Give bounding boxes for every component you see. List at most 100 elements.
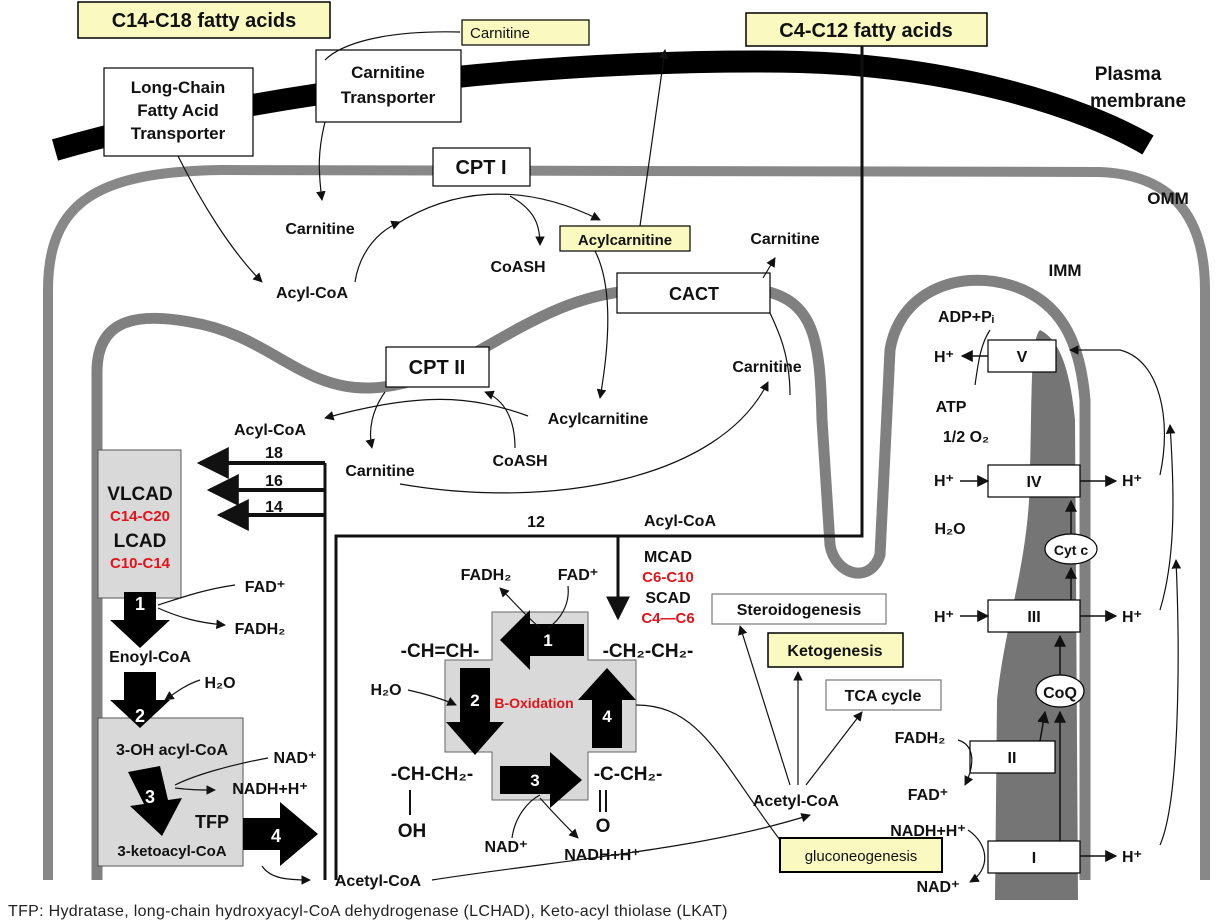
omm-label: OMM: [1147, 189, 1189, 208]
cycle-ch-ch: -CH=CH-: [401, 641, 480, 662]
lcad-label: LCAD: [114, 531, 167, 552]
oh-acyl-coa: 3-OH acyl-CoA: [116, 742, 228, 759]
acetylcoa-right: Acetyl-CoA: [753, 793, 840, 810]
left-fadh2: FADH₂: [235, 621, 286, 638]
cycle-step1-arrow: [500, 610, 584, 670]
carnitine-transporter-label-1: Carnitine: [351, 63, 425, 82]
plasma-membrane-label-2: membrane: [1090, 91, 1186, 112]
cpt2-label: CPT II: [409, 357, 466, 379]
fad-plus-etc: FAD⁺: [908, 787, 948, 804]
imm-label: IMM: [1048, 261, 1081, 280]
steroidogenesis-box: [711, 593, 887, 625]
lcfat-label-2: Fatty Acid: [137, 101, 219, 120]
complex-i: [987, 840, 1081, 874]
long-chain-fatty-acids-box: [77, 1, 331, 39]
complex-i-label: I: [1032, 850, 1036, 867]
cycle-fadh2: FADH₂: [461, 567, 512, 584]
left-step-4: 4: [271, 826, 281, 846]
h-plus-v-left: H⁺: [934, 349, 954, 366]
cycle-ch2-ch2: -CH₂-CH₂-: [603, 641, 694, 662]
half-o2: 1/2 O₂: [943, 429, 989, 446]
steroidogenesis-label: Steroidogenesis: [737, 602, 862, 619]
cycle-o: O: [596, 816, 611, 837]
left-step-3: 3: [145, 787, 155, 807]
left-step-2: 2: [135, 706, 145, 726]
acylcoa-cytosol: Acyl-CoA: [276, 285, 348, 302]
cpt2-box: [385, 346, 490, 388]
left-fad-plus: FAD⁺: [245, 579, 285, 596]
atp-label: ATP: [936, 399, 967, 416]
acylcarnitine-box: [559, 225, 691, 252]
carnitine-transporter: [315, 49, 462, 123]
adp-pi: ADP+Pᵢ: [938, 309, 994, 326]
coq-label: CoQ: [1043, 685, 1077, 702]
mcad-label: MCAD: [644, 549, 692, 566]
cycle-oh: OH: [398, 821, 427, 842]
carnitine-input-label: Carnitine: [470, 25, 530, 42]
cpt1-box: [432, 147, 531, 187]
ketogenesis-label: Ketogenesis: [787, 643, 882, 660]
vlcad-range: C14-C20: [110, 508, 170, 525]
tfp-label: TFP: [195, 812, 229, 832]
long-chain-fatty-acids-label: C14-C18 fatty acids: [112, 10, 297, 32]
fadh2-etc: FADH₂: [895, 730, 946, 747]
cycle-step4-arrow: [578, 668, 636, 748]
h-plus-i-right: H⁺: [1122, 849, 1142, 866]
long-chain-fatty-acid-transporter: [103, 67, 254, 157]
h-plus-iv-left: H⁺: [934, 473, 954, 490]
cycle-fad-plus: FAD⁺: [558, 567, 598, 584]
cact-box: [616, 272, 771, 314]
step3-arrow-left: [128, 766, 182, 836]
left-h2o: H₂O: [204, 675, 235, 692]
step2-arrow-left: [110, 672, 170, 728]
mcad-range: C6-C10: [642, 569, 694, 586]
beta-oxidation-title: B-Oxidation: [494, 695, 573, 711]
acylcoa-short: Acyl-CoA: [644, 513, 716, 530]
scad-range: C4—C6: [641, 610, 694, 627]
cycle-step3-arrow: [500, 752, 582, 808]
coash-cytosol: CoASH: [490, 259, 545, 276]
cycle-choh: -CH-CH₂-: [391, 764, 473, 785]
complex-v: [987, 339, 1057, 373]
beta-oxidation-cross: [444, 611, 637, 801]
nad-plus-etc: NAD⁺: [916, 879, 959, 896]
carnitine-ims: Carnitine: [750, 231, 819, 248]
complex-iv: [987, 464, 1081, 498]
step4-arrow-left: [243, 802, 318, 866]
chain-length-12: 12: [527, 514, 545, 531]
carnitine-matrix-right: Carnitine: [732, 359, 801, 376]
cycle-step-4: 4: [602, 707, 612, 726]
complex-ii-label: II: [1008, 750, 1017, 767]
left-nadh: NADH+H⁺: [232, 781, 308, 798]
chain-length-14: 14: [265, 499, 283, 516]
acylcoa-matrix: Acyl-CoA: [234, 422, 306, 439]
acylcarnitine-matrix: Acylcarnitine: [548, 411, 649, 428]
cycle-nadh: NADH+H⁺: [564, 847, 640, 864]
carnitine-cytosol: Carnitine: [285, 221, 354, 238]
scad-label: SCAD: [645, 590, 690, 607]
complex-iv-label: IV: [1026, 474, 1041, 491]
step1-arrow-left: [110, 592, 170, 648]
complex-v-label: V: [1017, 349, 1028, 366]
gluconeogenesis-label: gluconeogenesis: [805, 848, 918, 865]
left-step-1: 1: [135, 594, 145, 614]
complex-iii-label: III: [1027, 609, 1040, 626]
cycle-step-2: 2: [470, 691, 479, 710]
complex-ii: [969, 740, 1056, 774]
h-plus-iii-left: H⁺: [934, 609, 954, 626]
gluconeogenesis-box: [779, 837, 943, 873]
h-plus-iii-right: H⁺: [1122, 609, 1142, 626]
medium-chain-fatty-acids-box: [745, 12, 988, 47]
ketoacyl-coa: 3-ketoacyl-CoA: [117, 843, 226, 860]
h2o-etc: H₂O: [934, 521, 965, 538]
enoyl-coa: Enoyl-CoA: [109, 649, 191, 666]
left-nad-plus: NAD⁺: [273, 750, 316, 767]
chain-length-16: 16: [265, 473, 283, 490]
cpt1-label: CPT I: [455, 157, 506, 179]
cyt-c-label: Cyt c: [1054, 542, 1088, 558]
inner-mitochondrial-membrane: [91, 274, 1091, 880]
medium-chain-fatty-acids-label: C4-C12 fatty acids: [779, 20, 952, 42]
carnitine-matrix: Carnitine: [345, 463, 414, 480]
ketogenesis-box: [767, 632, 904, 668]
